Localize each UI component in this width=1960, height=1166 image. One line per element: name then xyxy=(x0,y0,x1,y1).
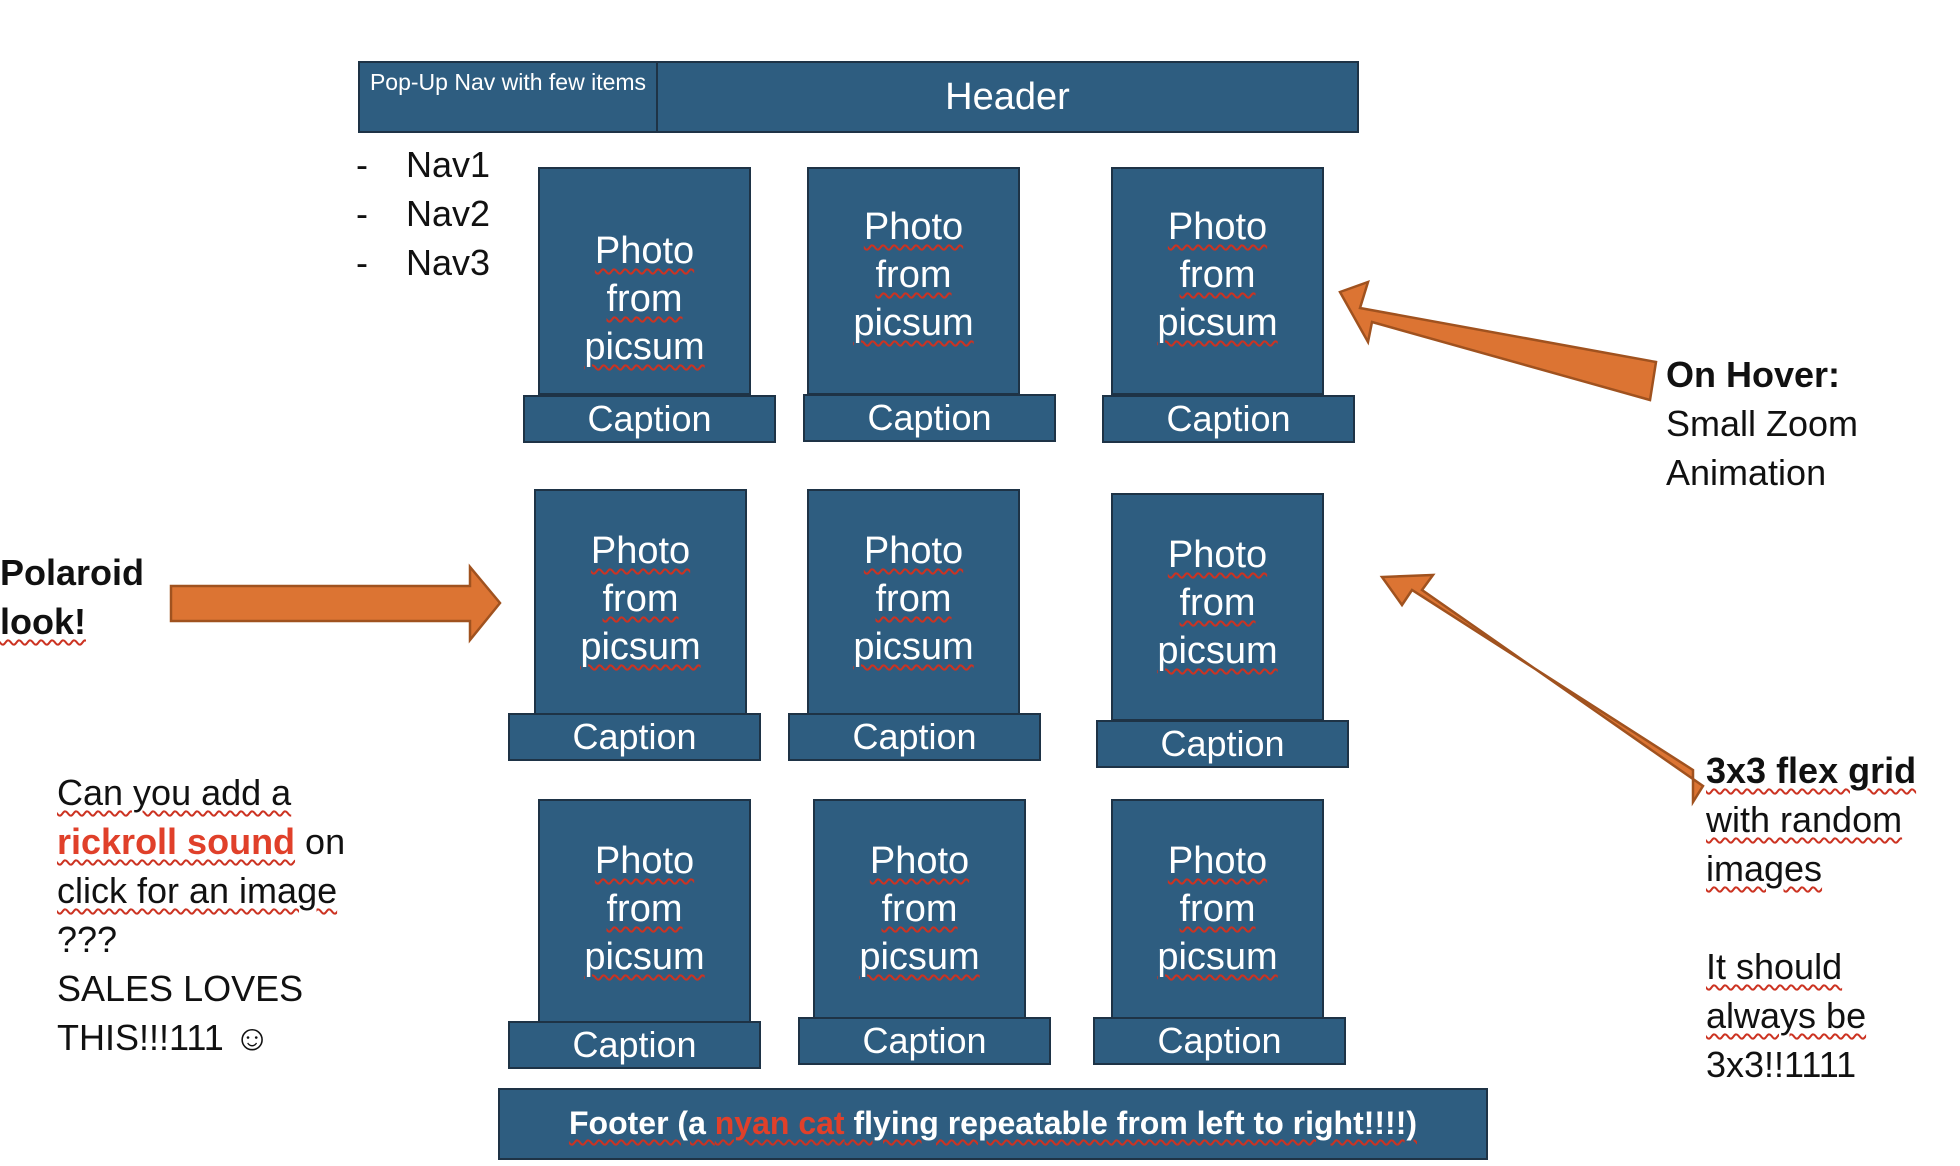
nav-item-1[interactable]: -Nav1 xyxy=(356,144,491,185)
nav-item-3[interactable]: -Nav3 xyxy=(356,242,491,283)
photo-caption-4: Caption xyxy=(508,713,761,761)
footer-text-prefix: Footer (a xyxy=(568,1105,715,1141)
header-title: Header xyxy=(945,76,1070,118)
footer-text-highlight: nyan cat xyxy=(714,1105,845,1141)
flexgrid-note: 3x3 flex grid with random images It shou… xyxy=(1706,750,1917,1085)
photo-caption-3: Caption xyxy=(1102,395,1355,443)
hover-arrow-clean xyxy=(1338,279,1658,402)
footer-box: Footer (a nyan cat flying repeatable fro… xyxy=(498,1088,1488,1160)
flexgrid-arrow xyxy=(1379,573,1705,807)
rickroll-note: Can you add a rickroll sound on click fo… xyxy=(57,772,346,1058)
photo-caption-2: Caption xyxy=(803,394,1056,442)
photo-caption-5: Caption xyxy=(788,713,1041,761)
nav-item-2[interactable]: -Nav2 xyxy=(356,193,491,234)
nav-item-label: Nav3 xyxy=(406,242,491,283)
nav-item-label: Nav1 xyxy=(406,144,491,185)
popup-nav-box[interactable]: Pop-Up Nav with few items xyxy=(358,61,658,133)
nav-list: -Nav1 -Nav2 -Nav3 xyxy=(356,140,490,287)
nav-item-label: Nav2 xyxy=(406,193,491,234)
photo-caption-7: Caption xyxy=(508,1021,761,1069)
photo-caption-6: Caption xyxy=(1096,720,1349,768)
hover-note: On Hover: Small Zoom Animation xyxy=(1666,354,1859,493)
popup-nav-label: Pop-Up Nav with few items xyxy=(369,69,647,95)
photo-caption-8: Caption xyxy=(798,1017,1051,1065)
photo-caption-1: Caption xyxy=(523,395,776,443)
footer-text-suffix: flying repeatable from left to right!!!!… xyxy=(844,1105,1418,1141)
polaroid-arrow xyxy=(169,563,502,644)
hover-note-title: On Hover: xyxy=(1666,354,1841,395)
header-box: Header xyxy=(656,61,1359,133)
polaroid-note: Polaroid look! xyxy=(0,552,145,642)
photo-caption-9: Caption xyxy=(1093,1017,1346,1065)
